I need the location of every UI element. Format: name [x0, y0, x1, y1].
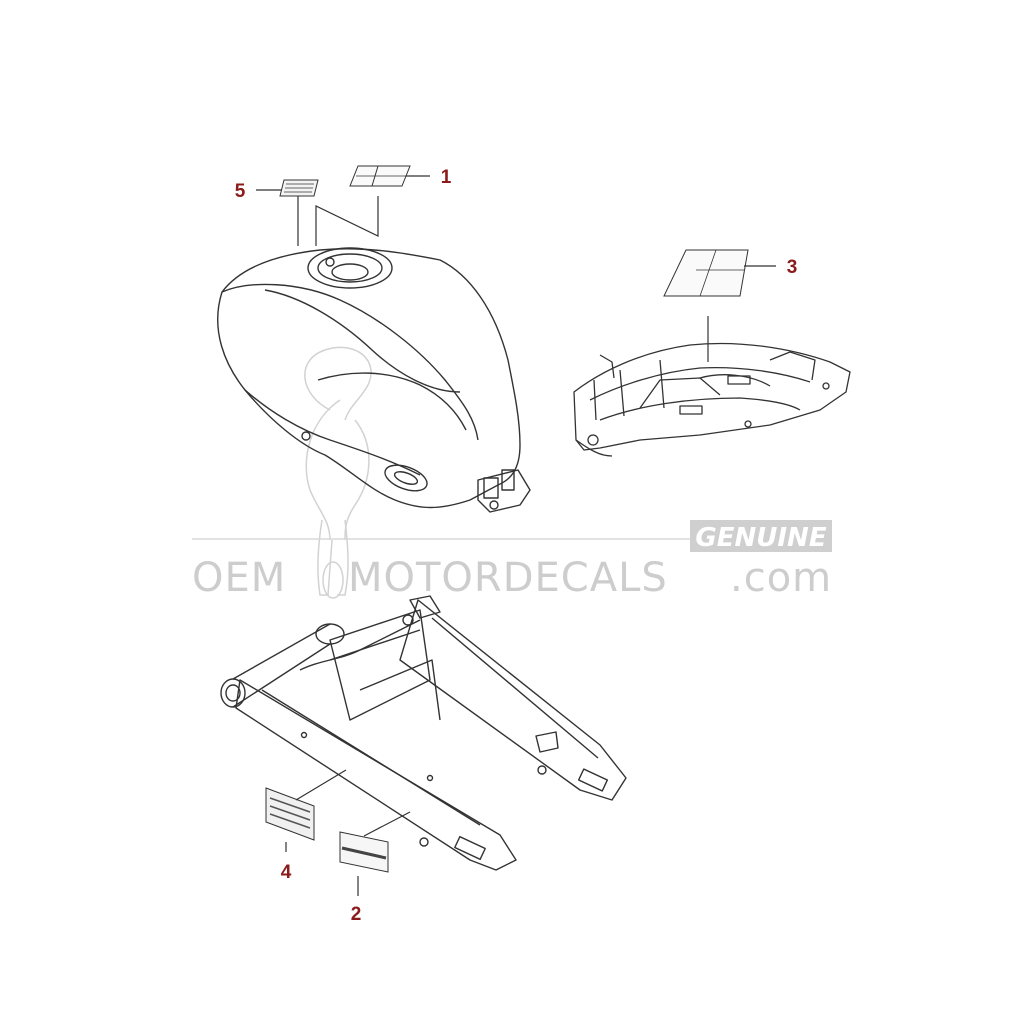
- watermark-emblem: [304, 346, 372, 599]
- watermark: [192, 346, 690, 599]
- watermark-genuine: GENUINE: [695, 523, 826, 553]
- callout-3: 3: [787, 257, 798, 278]
- rear-seat-tail-frame: [573, 342, 851, 457]
- decal-3: [663, 249, 749, 297]
- leader-lines: [256, 175, 776, 896]
- callout-1: 1: [441, 167, 452, 188]
- decal-1: [349, 165, 411, 187]
- callout-5: 5: [235, 181, 246, 202]
- decal-5: [279, 179, 319, 197]
- watermark-brand-suffix: .com: [730, 555, 832, 601]
- watermark-genuine-badge: [690, 520, 832, 552]
- decal-4: [265, 787, 315, 841]
- watermark-text: GENUINE OEM MOTORDECALS .com: [192, 520, 832, 601]
- swingarm: [220, 595, 627, 871]
- callouts: 5 1 3 4 2: [235, 167, 798, 925]
- callout-4: 4: [281, 862, 292, 883]
- fuel-tank: [217, 247, 531, 513]
- watermark-brand-main: MOTORDECALS: [348, 555, 668, 601]
- decal-2: [339, 831, 389, 873]
- fuel-cap: [307, 247, 393, 289]
- callout-2: 2: [351, 904, 362, 925]
- watermark-brand-prefix: OEM: [192, 555, 286, 601]
